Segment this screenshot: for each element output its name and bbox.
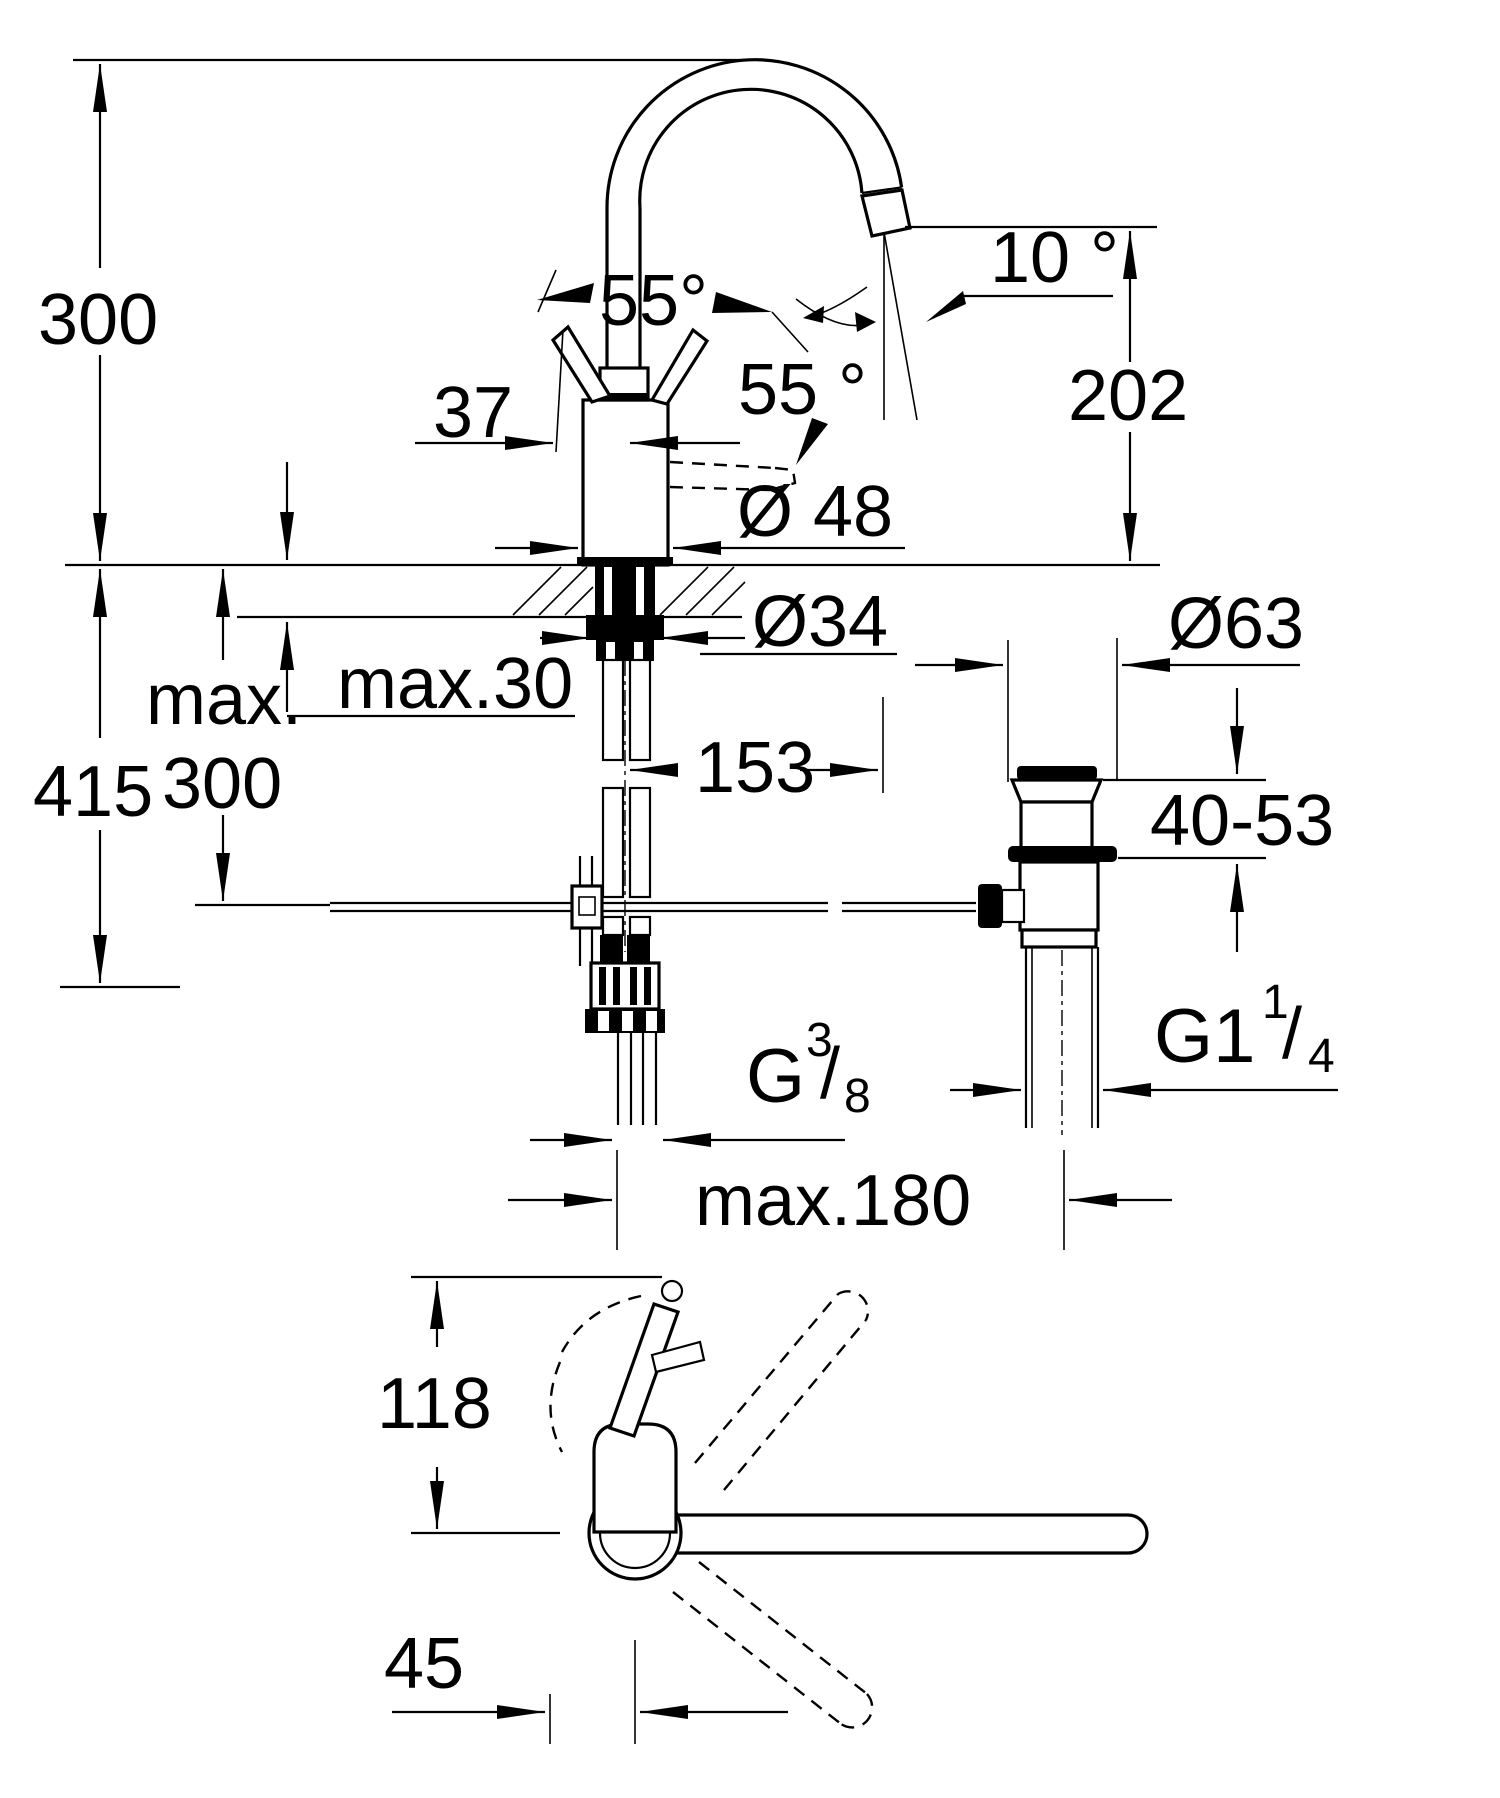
- max-hose-depth-label: 300: [162, 744, 282, 824]
- max-reach-label: max.180: [695, 1161, 971, 1241]
- dim-max-hose-depth: max. 300: [146, 569, 330, 907]
- waste-thread-base: G1: [1154, 994, 1255, 1079]
- deck-thickness-label: max.30: [337, 644, 573, 724]
- plan-lever-tip: [660, 1279, 684, 1303]
- lever-angle-left-label: 55°: [599, 261, 708, 341]
- supply-thread-base: G: [746, 1034, 805, 1119]
- plan-spout: [674, 1513, 1149, 1555]
- spout: [605, 58, 912, 368]
- hole-diameter-label: Ø34: [752, 582, 888, 662]
- dim-hose-offset: 153: [630, 697, 884, 808]
- countertop-section: [237, 566, 746, 619]
- faucet-body: [550, 324, 797, 952]
- dim-plan-depth: 118: [377, 1275, 662, 1535]
- stream-line: [883, 231, 918, 421]
- stream-angle-label: 10 °: [990, 218, 1119, 298]
- plan-view: 118 45: [377, 1275, 1149, 1744]
- dim-waste-range: 40-53: [1103, 688, 1334, 952]
- pop-up-rod: [330, 856, 976, 966]
- supply-thread-sup: 3: [806, 1014, 833, 1067]
- overall-height-label: 300: [38, 280, 158, 360]
- lever-angle-right-label: 55 °: [738, 350, 867, 430]
- supply-hoses: [601, 658, 652, 937]
- dim-stream-angle: 10 °: [795, 218, 1119, 421]
- dim-below-deck-depth: 415: [33, 569, 153, 983]
- waste-thread-sup: 1: [1262, 976, 1289, 1029]
- waste-range-label: 40-53: [1150, 781, 1334, 861]
- countertop-hatching: [512, 566, 746, 616]
- pop-up-waste: [978, 766, 1117, 1135]
- dim-overall-height: 300: [38, 64, 158, 561]
- dim-plan-offset: 45: [384, 1624, 788, 1744]
- mounting-shank: [586, 565, 664, 661]
- lever-projection-label: 37: [433, 373, 513, 453]
- plan-faucet: [587, 1279, 1149, 1581]
- body-diameter-label: Ø 48: [737, 472, 893, 552]
- hose-connectors: [585, 935, 665, 1125]
- plan-depth-label: 118: [377, 1364, 492, 1444]
- lever-horizontal-dashed: [669, 460, 797, 492]
- waste-thread-slash: /: [1282, 994, 1302, 1074]
- dim-hole-diameter: Ø34: [540, 582, 897, 662]
- spout-outlet: [860, 188, 912, 238]
- lever-closed: [550, 324, 613, 404]
- max-prefix-label: max.: [146, 660, 302, 740]
- dim-lever-angle-right: 55 °: [738, 286, 868, 465]
- dim-waste-thread: G1 1 / 4: [950, 976, 1338, 1097]
- dim-deck-thickness: max.30: [280, 462, 575, 724]
- hose-offset-label: 153: [695, 728, 815, 808]
- dim-supply-thread: G 3 / 8: [530, 1014, 871, 1147]
- plan-offset-label: 45: [384, 1624, 464, 1704]
- spout-swivel-range: [549, 1290, 874, 1729]
- below-deck-depth-label: 415: [33, 752, 153, 832]
- dim-body-diameter: Ø 48: [495, 472, 905, 555]
- supply-thread-slash: /: [820, 1034, 840, 1114]
- waste-diameter-label: Ø63: [1168, 584, 1304, 664]
- plan-body: [592, 1422, 678, 1534]
- lever-open: [649, 327, 710, 406]
- spout-height-label: 202: [1068, 356, 1188, 436]
- supply-thread-sub: 8: [844, 1070, 871, 1123]
- dim-spout-height: 202: [905, 225, 1188, 561]
- plan-lever-stub: [650, 1340, 706, 1374]
- dim-max-reach: max.180: [508, 1150, 1172, 1250]
- front-view: 300 415 max. 300 max.30: [33, 58, 1338, 1250]
- waste-thread-sub: 4: [1308, 1030, 1335, 1083]
- dim-lever-projection: 37: [415, 329, 740, 453]
- plan-lever: [607, 1301, 681, 1439]
- dim-lever-angle-left: 55°: [537, 261, 809, 353]
- dim-waste-diameter: Ø63: [915, 584, 1304, 782]
